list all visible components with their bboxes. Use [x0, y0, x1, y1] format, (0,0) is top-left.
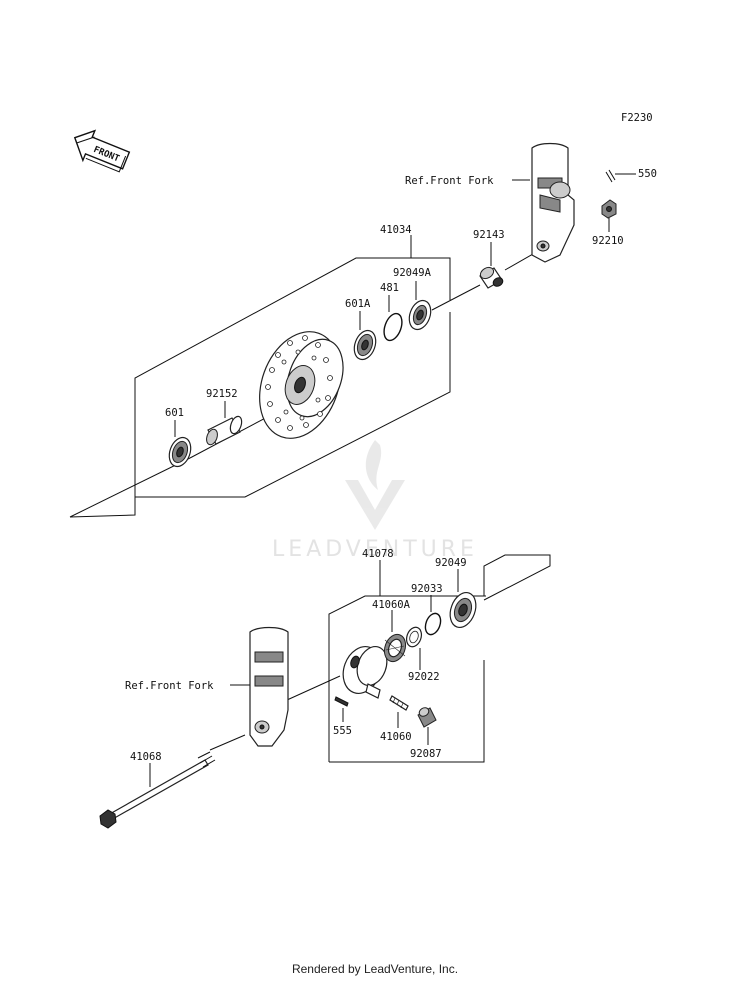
label-92033: 92033: [411, 583, 443, 595]
front-hub-disc-icon: [259, 331, 344, 439]
label-41060a: 41060A: [372, 599, 411, 611]
part-41060-pinion-icon: [389, 695, 409, 711]
watermark-logo-icon: [345, 440, 405, 530]
label-92152: 92152: [206, 388, 238, 400]
label-481: 481: [380, 282, 399, 294]
part-92210-nut-icon: [601, 199, 617, 219]
label-41060: 41060: [380, 731, 412, 743]
figure-code: F2230: [621, 112, 653, 124]
part-601-bearing-icon: [168, 436, 192, 468]
part-41068-axle-icon: [99, 751, 216, 829]
label-601: 601: [165, 407, 184, 419]
ref-front-fork-upper: Ref.Front Fork: [405, 175, 494, 187]
label-92087: 92087: [410, 748, 442, 760]
label-92049a: 92049A: [393, 267, 432, 279]
label-92022: 92022: [408, 671, 440, 683]
part-481-circlip-icon: [383, 312, 403, 342]
label-550: 550: [638, 168, 657, 180]
part-92033-circlip-icon: [424, 612, 442, 636]
part-601a-bearing-icon: [353, 329, 377, 361]
part-92049a-seal-icon: [408, 299, 432, 331]
part-92087-bushing-icon: [417, 707, 437, 728]
label-41034: 41034: [380, 224, 412, 236]
watermark-text: LEADVENTURE: [272, 537, 478, 562]
ref-front-fork-lower: Ref.Front Fork: [125, 680, 214, 692]
footer-credit: Rendered by LeadVenture, Inc.: [291, 962, 459, 976]
part-92022-washer-icon: [405, 626, 423, 648]
part-92152-collar-icon: [206, 415, 243, 446]
label-92210: 92210: [592, 235, 624, 247]
label-92049: 92049: [435, 557, 467, 569]
front-fork-left: [249, 626, 289, 747]
part-92143-collar-icon: [479, 266, 504, 289]
part-41060a-gear-icon: [383, 633, 407, 663]
label-601a: 601A: [345, 298, 371, 310]
label-92143: 92143: [473, 229, 505, 241]
front-arrow-icon: FRONT: [73, 129, 131, 173]
part-92049-seal-icon: [449, 591, 477, 629]
label-41078: 41078: [362, 548, 394, 560]
label-555: 555: [333, 725, 352, 737]
speedometer-gearbox-icon: [342, 646, 388, 699]
part-550-cotter-pin-icon: [605, 169, 616, 183]
front-fork-right: [531, 142, 575, 263]
part-555-pin-icon: [334, 696, 349, 707]
label-41068: 41068: [130, 751, 162, 763]
